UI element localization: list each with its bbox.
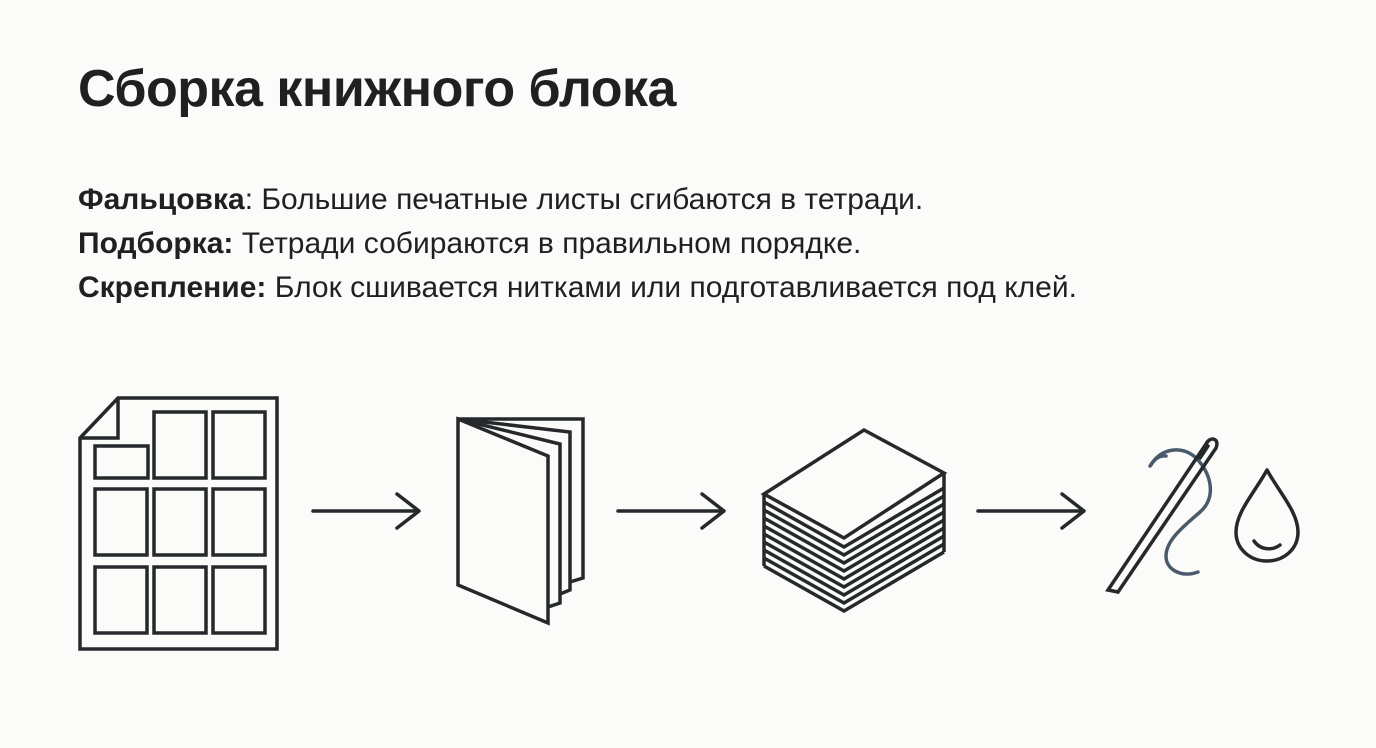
step-folding-term: Фальцовка [78,183,245,216]
folded-signature-icon [456,416,585,626]
stacked-signatures-icon [760,427,948,614]
step-folding: Фальцовка: Большие печатные листы сгибаю… [78,178,1077,222]
arrow-right-icon [976,492,1086,530]
step-gathering-text: Тетради собираются в правильном порядке. [233,227,862,260]
step-gathering: Подборка: Тетради собираются в правильно… [78,222,1077,266]
steps-list: Фальцовка: Большие печатные листы сгибаю… [78,178,1077,310]
step-binding: Скрепление: Блок сшивается нитками или п… [78,266,1077,310]
page-title: Сборка книжного блока [78,60,676,118]
printed-sheet-icon [78,396,279,651]
step-gathering-term: Подборка: [78,227,234,260]
step-binding-text: Блок сшивается нитками или подготавливае… [266,271,1077,304]
arrow-right-icon [311,492,421,530]
glue-drop-icon [1234,468,1300,563]
step-folding-text: : Большие печатные листы сгибаются в тет… [244,183,924,216]
step-binding-term: Скрепление: [78,271,267,304]
arrow-right-icon [616,492,726,530]
needle-thread-icon [1105,437,1219,594]
